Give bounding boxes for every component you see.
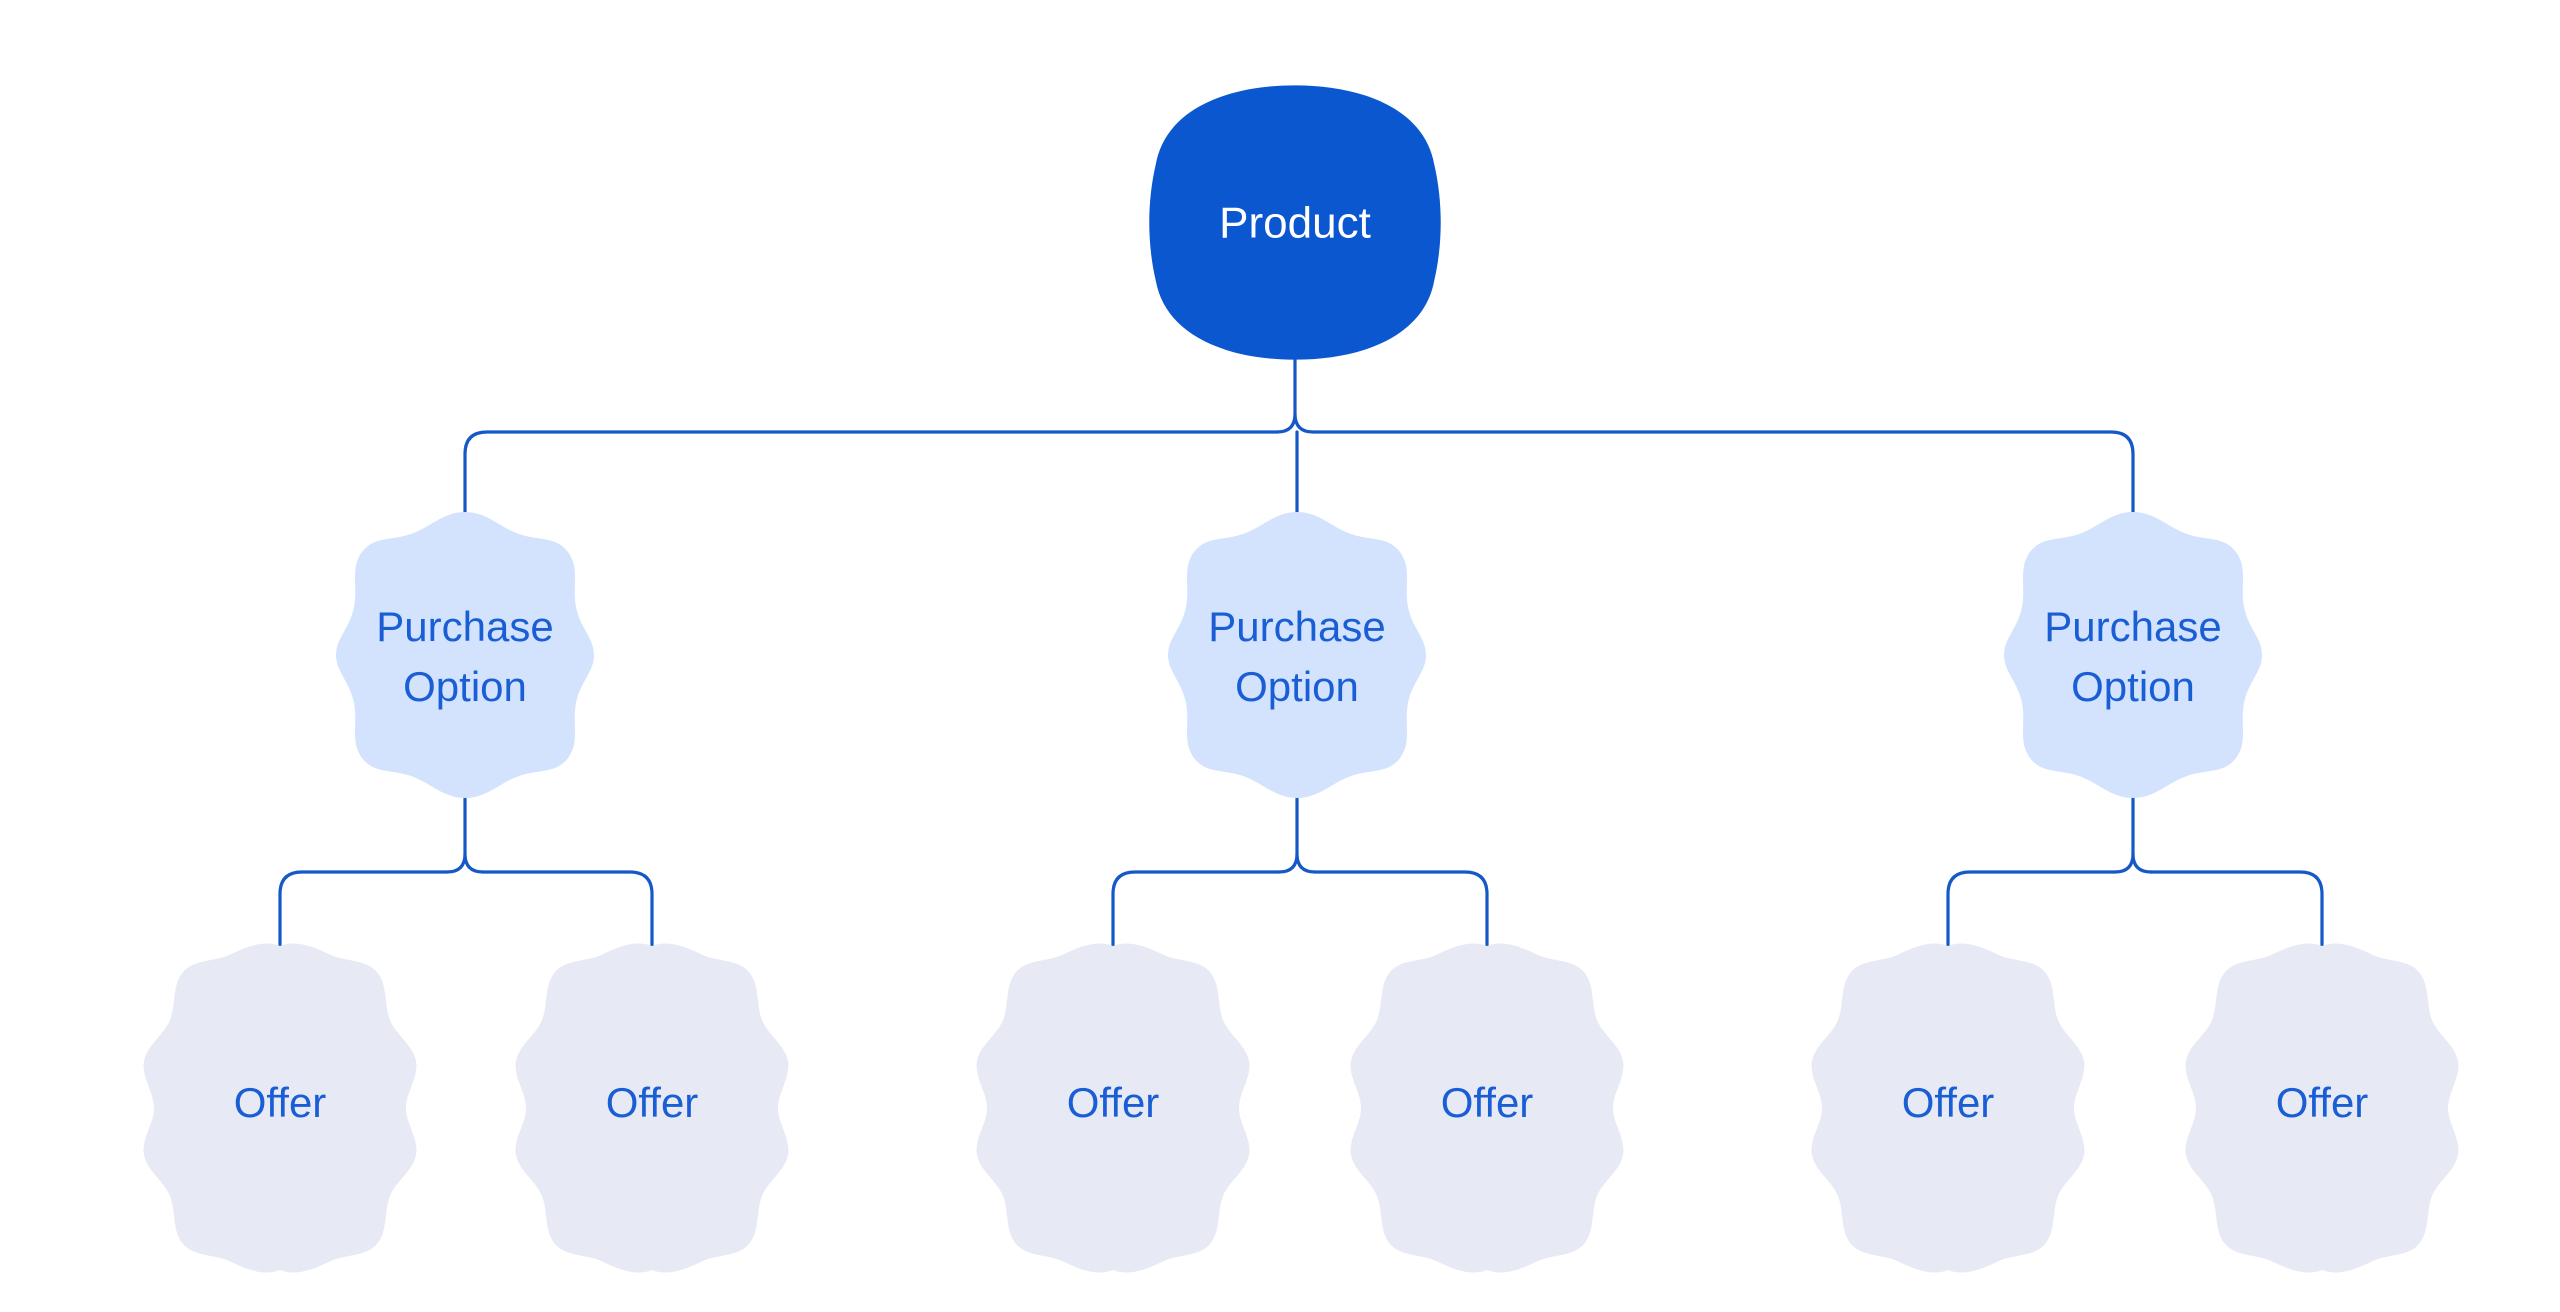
connector-po3-stem-left — [2113, 852, 2135, 874]
connector-po1-stem-left — [445, 852, 467, 874]
offer-2-shape — [515, 943, 789, 1273]
offer-3-label: Offer — [1067, 1079, 1160, 1126]
connector-po2-stem-left — [1277, 852, 1299, 874]
node-offer-5[interactable]: Offer — [1811, 943, 2085, 1273]
node-purchase-option-2[interactable]: Purchase Option — [1168, 512, 1426, 798]
node-purchase-option-1[interactable]: Purchase Option — [336, 512, 594, 798]
node-offer-4[interactable]: Offer — [1350, 943, 1624, 1273]
connector-po3-stem — [2131, 795, 2153, 874]
purchase-option-1-shape — [336, 512, 594, 798]
purchase-option-2-label-line1: Purchase — [1208, 603, 1385, 650]
node-layer: Product Purchase Option Purchase Option … — [143, 85, 2459, 1273]
connector-po1-stem — [463, 795, 485, 874]
offer-6-label: Offer — [2276, 1079, 2369, 1126]
node-offer-3[interactable]: Offer — [976, 943, 1250, 1273]
connector-po2-to-offer4 — [1313, 870, 1489, 948]
node-product[interactable]: Product — [1149, 85, 1441, 360]
offer-6-shape — [2185, 943, 2459, 1273]
connector-bus-level2-right — [1311, 430, 2135, 514]
connector-product-stem-left — [1275, 412, 1297, 434]
purchase-option-2-label-line2: Option — [1235, 663, 1359, 710]
purchase-option-1-label-line1: Purchase — [376, 603, 553, 650]
node-offer-1[interactable]: Offer — [143, 943, 417, 1273]
purchase-option-2-shape — [1168, 512, 1426, 798]
offer-4-label: Offer — [1441, 1079, 1534, 1126]
node-offer-2[interactable]: Offer — [515, 943, 789, 1273]
connector-po2-stem — [1295, 795, 1317, 874]
offer-1-shape — [143, 943, 417, 1273]
purchase-option-3-shape — [2004, 512, 2262, 798]
purchase-option-1-label-line2: Option — [403, 663, 527, 710]
purchase-option-3-label-line2: Option — [2071, 663, 2195, 710]
connector-po3-to-offer5 — [1946, 870, 2117, 948]
product-node-label: Product — [1219, 199, 1371, 248]
offer-1-label: Offer — [234, 1079, 327, 1126]
offer-5-shape — [1811, 943, 2085, 1273]
connector-layer — [278, 356, 2324, 948]
node-purchase-option-3[interactable]: Purchase Option — [2004, 512, 2262, 798]
offer-4-shape — [1350, 943, 1624, 1273]
connector-po1-to-offer2 — [481, 870, 654, 948]
connector-po3-to-offer6 — [2149, 870, 2324, 948]
connector-po1-to-offer1 — [278, 870, 449, 948]
connector-bus-level2-left — [463, 430, 1279, 514]
node-offer-6[interactable]: Offer — [2185, 943, 2459, 1273]
offer-2-label: Offer — [606, 1079, 699, 1126]
connector-product-stem — [1293, 356, 1315, 434]
connector-po2-to-offer3 — [1111, 870, 1281, 948]
offer-3-shape — [976, 943, 1250, 1273]
purchase-option-3-label-line1: Purchase — [2044, 603, 2221, 650]
offer-5-label: Offer — [1902, 1079, 1995, 1126]
